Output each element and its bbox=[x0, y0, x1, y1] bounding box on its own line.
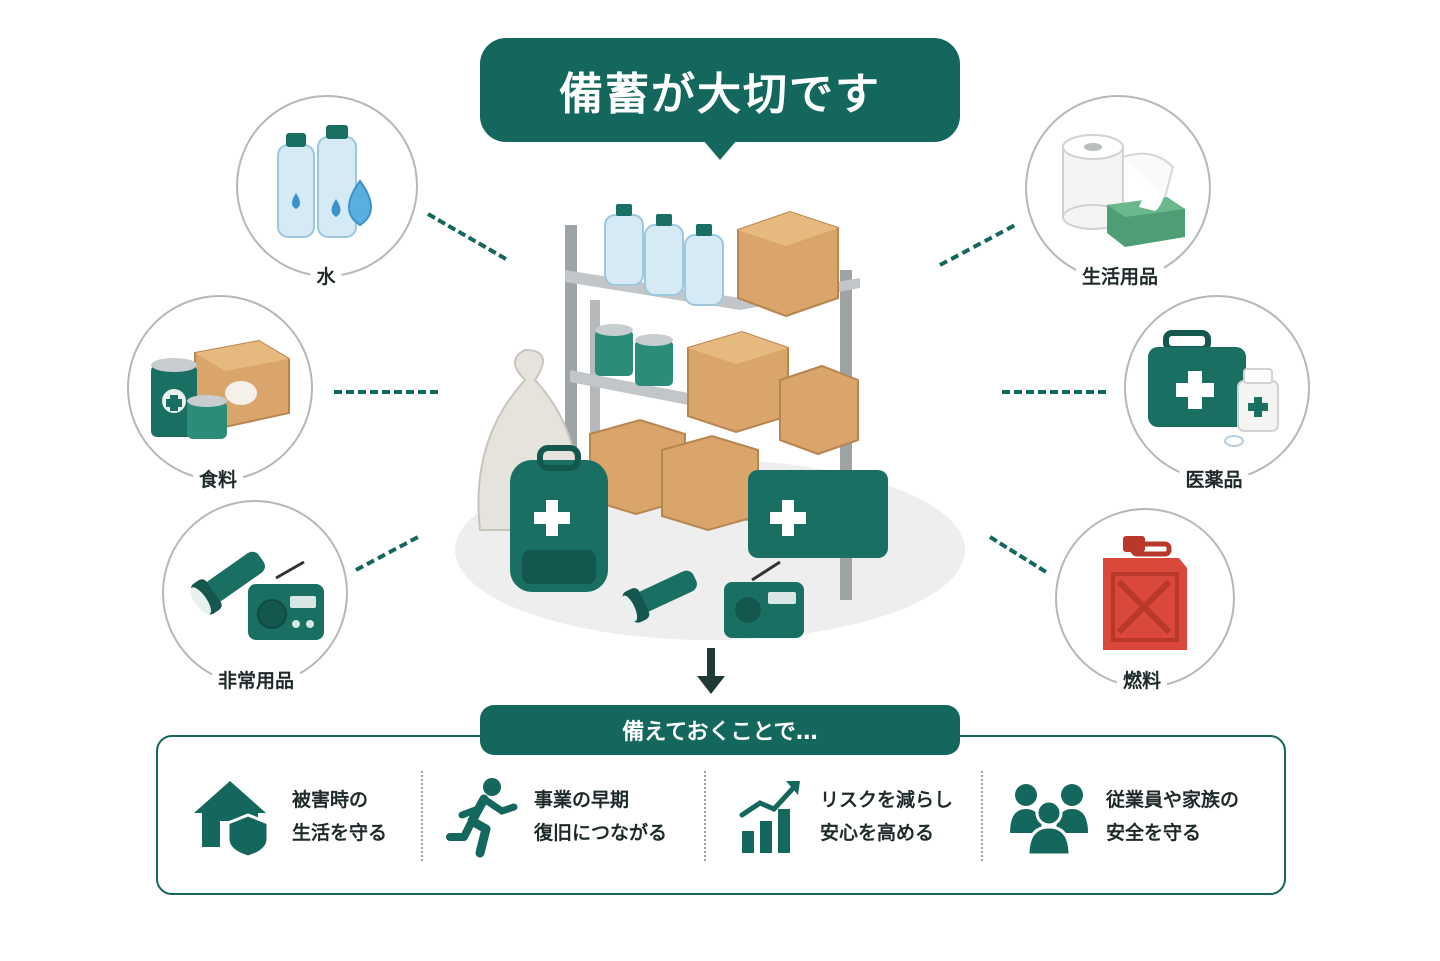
category-emergency bbox=[162, 500, 348, 686]
connector-food bbox=[334, 390, 438, 394]
category-medicine bbox=[1124, 295, 1310, 481]
category-fuel-label: 燃料 bbox=[1116, 666, 1168, 693]
benefit-item-protect-life: 被害時の 生活を守る bbox=[190, 777, 388, 859]
category-food-label: 食料 bbox=[192, 465, 244, 492]
title-banner: 備蓄が大切です bbox=[480, 38, 960, 142]
fuel-can-icon bbox=[1103, 536, 1187, 650]
benefits-panel: 被害時の 生活を守る 事業の早期 復旧につながる リスクを減らし 安心を高める bbox=[156, 735, 1286, 895]
running-person-icon bbox=[446, 778, 518, 858]
flashlight-radio-icon bbox=[190, 551, 324, 640]
toilet-paper-tissue-icon bbox=[1062, 134, 1185, 247]
benefit-line2: 生活を守る bbox=[292, 822, 388, 844]
food-cans-icon bbox=[151, 339, 290, 439]
benefit-divider bbox=[704, 771, 706, 861]
benefit-item-safety: 従業員や家族の 安全を守る bbox=[1008, 777, 1239, 857]
page-title: 備蓄が大切です bbox=[559, 69, 881, 120]
category-emergency-label: 非常用品 bbox=[211, 666, 301, 693]
benefit-item-reduce-risk: リスクを減らし 安心を高める bbox=[738, 777, 953, 857]
growth-chart-icon bbox=[739, 781, 800, 853]
benefit-line2: 安心を高める bbox=[820, 822, 935, 844]
water-bottles-icon bbox=[277, 125, 372, 238]
house-shield-icon bbox=[194, 781, 270, 859]
benefit-line1: リスクを減らし bbox=[820, 789, 954, 811]
benefit-divider bbox=[981, 771, 983, 861]
benefit-line1: 従業員や家族の bbox=[1106, 789, 1240, 811]
benefit-line2: 安全を守る bbox=[1106, 822, 1202, 844]
category-water bbox=[236, 95, 418, 277]
connector-medicine bbox=[1002, 390, 1106, 394]
category-food bbox=[127, 295, 313, 481]
subtitle-banner: 備えておくことで… bbox=[480, 705, 960, 755]
category-daily-label: 生活用品 bbox=[1075, 262, 1165, 289]
benefit-line1: 事業の早期 bbox=[534, 789, 630, 811]
benefit-item-recovery: 事業の早期 復旧につながる bbox=[446, 777, 668, 858]
benefit-line2: 復旧につながる bbox=[534, 822, 668, 844]
benefit-divider bbox=[421, 771, 423, 861]
title-bubble-tail bbox=[703, 140, 737, 160]
connector-emergency bbox=[355, 535, 419, 572]
benefit-line1: 被害時の bbox=[292, 789, 369, 811]
category-daily bbox=[1025, 95, 1211, 281]
down-arrow-icon bbox=[697, 648, 725, 694]
category-fuel bbox=[1055, 508, 1235, 688]
subtitle-text: 備えておくことで… bbox=[622, 720, 818, 745]
first-aid-kit-icon bbox=[1148, 330, 1279, 447]
connector-fuel bbox=[988, 535, 1048, 574]
stockpile-shelf-illustration bbox=[455, 204, 965, 640]
category-medicine-label: 医薬品 bbox=[1179, 465, 1249, 492]
people-group-icon bbox=[1010, 784, 1088, 857]
category-water-label: 水 bbox=[310, 262, 342, 289]
